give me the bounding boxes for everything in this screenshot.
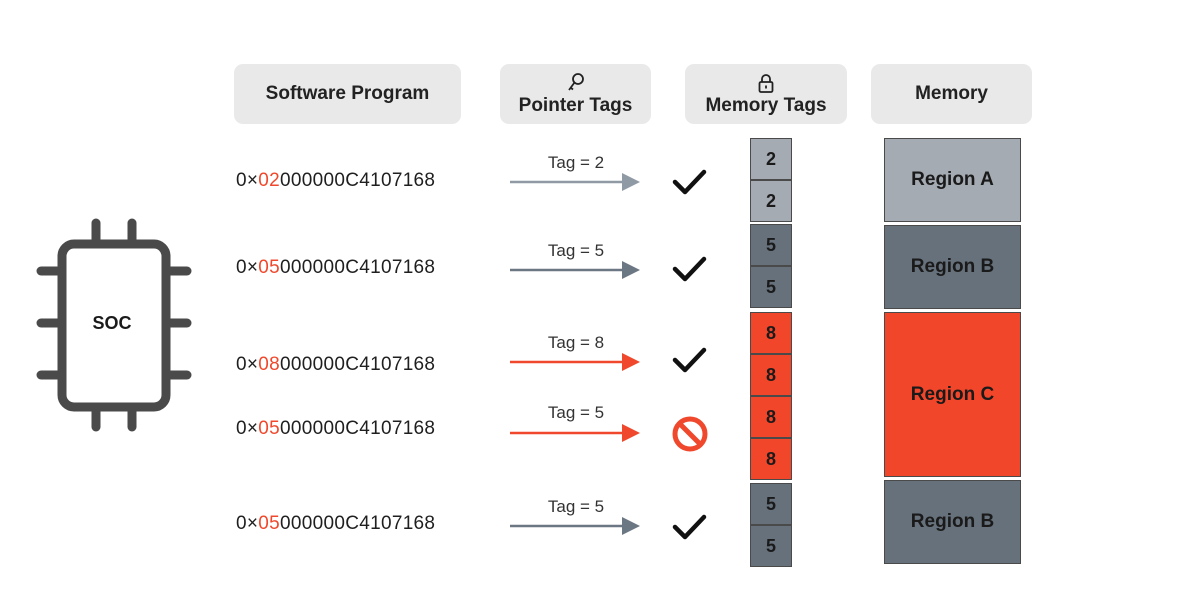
check-icon xyxy=(672,347,707,373)
pointer-tag-bits: 05 xyxy=(258,257,280,278)
memory-tag-cell: 8 xyxy=(750,354,792,396)
pointer-tag-bits: 08 xyxy=(258,354,280,375)
header-memory-label: Memory xyxy=(915,83,988,104)
arrow-icon xyxy=(510,261,640,279)
pointer-tag-label: Tag = 2 xyxy=(547,153,605,172)
arrow-icon xyxy=(510,424,640,442)
pointer-tag-label: Tag = 5 xyxy=(547,403,605,422)
memory-tag-cell: 2 xyxy=(750,138,792,180)
header-memory: Memory xyxy=(871,64,1032,124)
header-memory-tags-label: Memory Tags xyxy=(705,94,827,116)
check-icon xyxy=(672,256,707,282)
pointer-tag-bits: 02 xyxy=(258,170,280,191)
memory-tag-cell: 5 xyxy=(750,525,792,567)
memory-tag-cell: 5 xyxy=(750,266,792,308)
check-icon xyxy=(672,169,707,195)
memory-region: Region A xyxy=(884,138,1021,222)
memory-region: Region B xyxy=(884,480,1021,564)
memory-tag-cell: 5 xyxy=(750,483,792,525)
arrow-icon xyxy=(510,517,640,535)
pointer-tag-label: Tag = 5 xyxy=(547,497,605,516)
prohibited-icon xyxy=(672,416,708,452)
pointer-address: 0×05000000C4107168 xyxy=(236,418,436,439)
memory-tag-cell: 8 xyxy=(750,312,792,354)
check-icon xyxy=(672,514,707,540)
memory-tag-cell: 8 xyxy=(750,396,792,438)
header-memory-tags: Memory Tags xyxy=(685,64,847,124)
header-software-program: Software Program xyxy=(234,64,461,124)
chip-label: SOC xyxy=(92,313,132,333)
chip-icon xyxy=(36,218,192,432)
pointer-tag-label: Tag = 8 xyxy=(547,333,605,352)
pointer-tag-bits: 05 xyxy=(258,513,280,534)
pointer-address: 0×05000000C4107168 xyxy=(236,513,436,534)
pointer-tag-bits: 05 xyxy=(258,418,280,439)
arrow-icon xyxy=(510,173,640,191)
header-pointer-tags-label: Pointer Tags xyxy=(518,94,633,116)
memory-region: Region C xyxy=(884,312,1021,477)
pointer-tag-label: Tag = 5 xyxy=(547,241,605,260)
pointer-address: 0×08000000C4107168 xyxy=(236,354,436,375)
memory-tag-cell: 5 xyxy=(750,224,792,266)
memory-tag-cell: 2 xyxy=(750,180,792,222)
memory-tag-cell: 8 xyxy=(750,438,792,480)
lock-icon xyxy=(758,73,774,93)
key-icon xyxy=(567,72,584,91)
memory-region: Region B xyxy=(884,225,1021,309)
header-software-program-label: Software Program xyxy=(265,83,430,104)
pointer-address: 0×02000000C4107168 xyxy=(236,170,436,191)
header-pointer-tags: Pointer Tags xyxy=(500,64,651,124)
pointer-address: 0×05000000C4107168 xyxy=(236,257,436,278)
arrow-icon xyxy=(510,353,640,371)
